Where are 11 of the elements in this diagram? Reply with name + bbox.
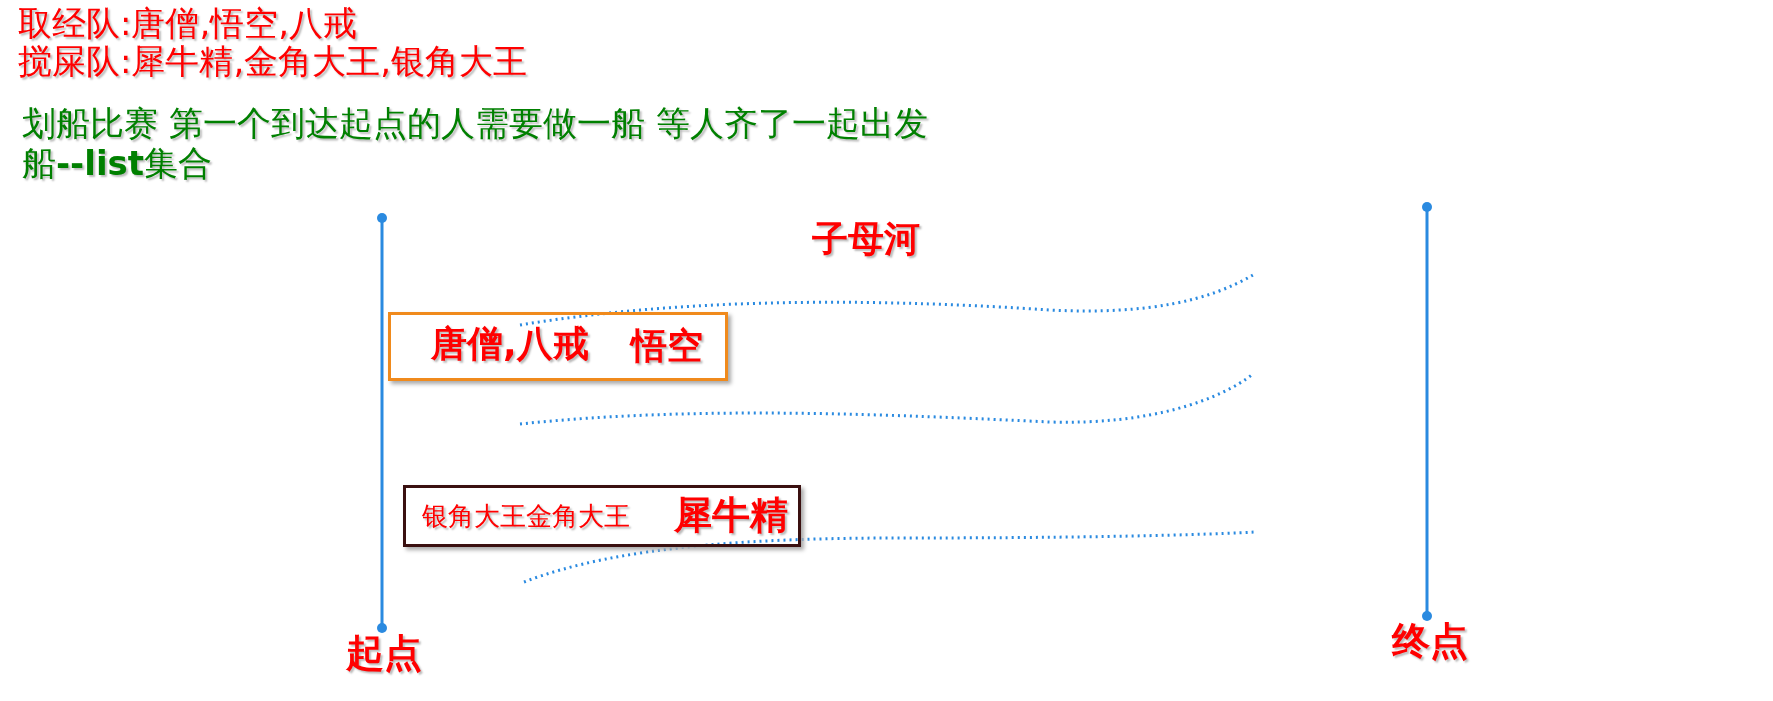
member-names: 唐僧,八戒 bbox=[431, 322, 589, 366]
group-box bbox=[388, 312, 728, 381]
rule-text: 划船比赛 第一个到达起点的人需要做一船 等人齐了一起出发 bbox=[22, 102, 928, 145]
start-label: 起点 bbox=[346, 630, 422, 677]
member-names: 悟空 bbox=[631, 324, 703, 368]
member-names: 银角大王金角大王 bbox=[422, 500, 630, 533]
rule-text: 船--list集合 bbox=[22, 142, 213, 185]
finish-label: 终点 bbox=[1392, 618, 1468, 665]
group-box bbox=[403, 485, 801, 547]
member-names: 犀牛精 bbox=[674, 492, 788, 539]
river-label: 子母河 bbox=[812, 217, 920, 261]
